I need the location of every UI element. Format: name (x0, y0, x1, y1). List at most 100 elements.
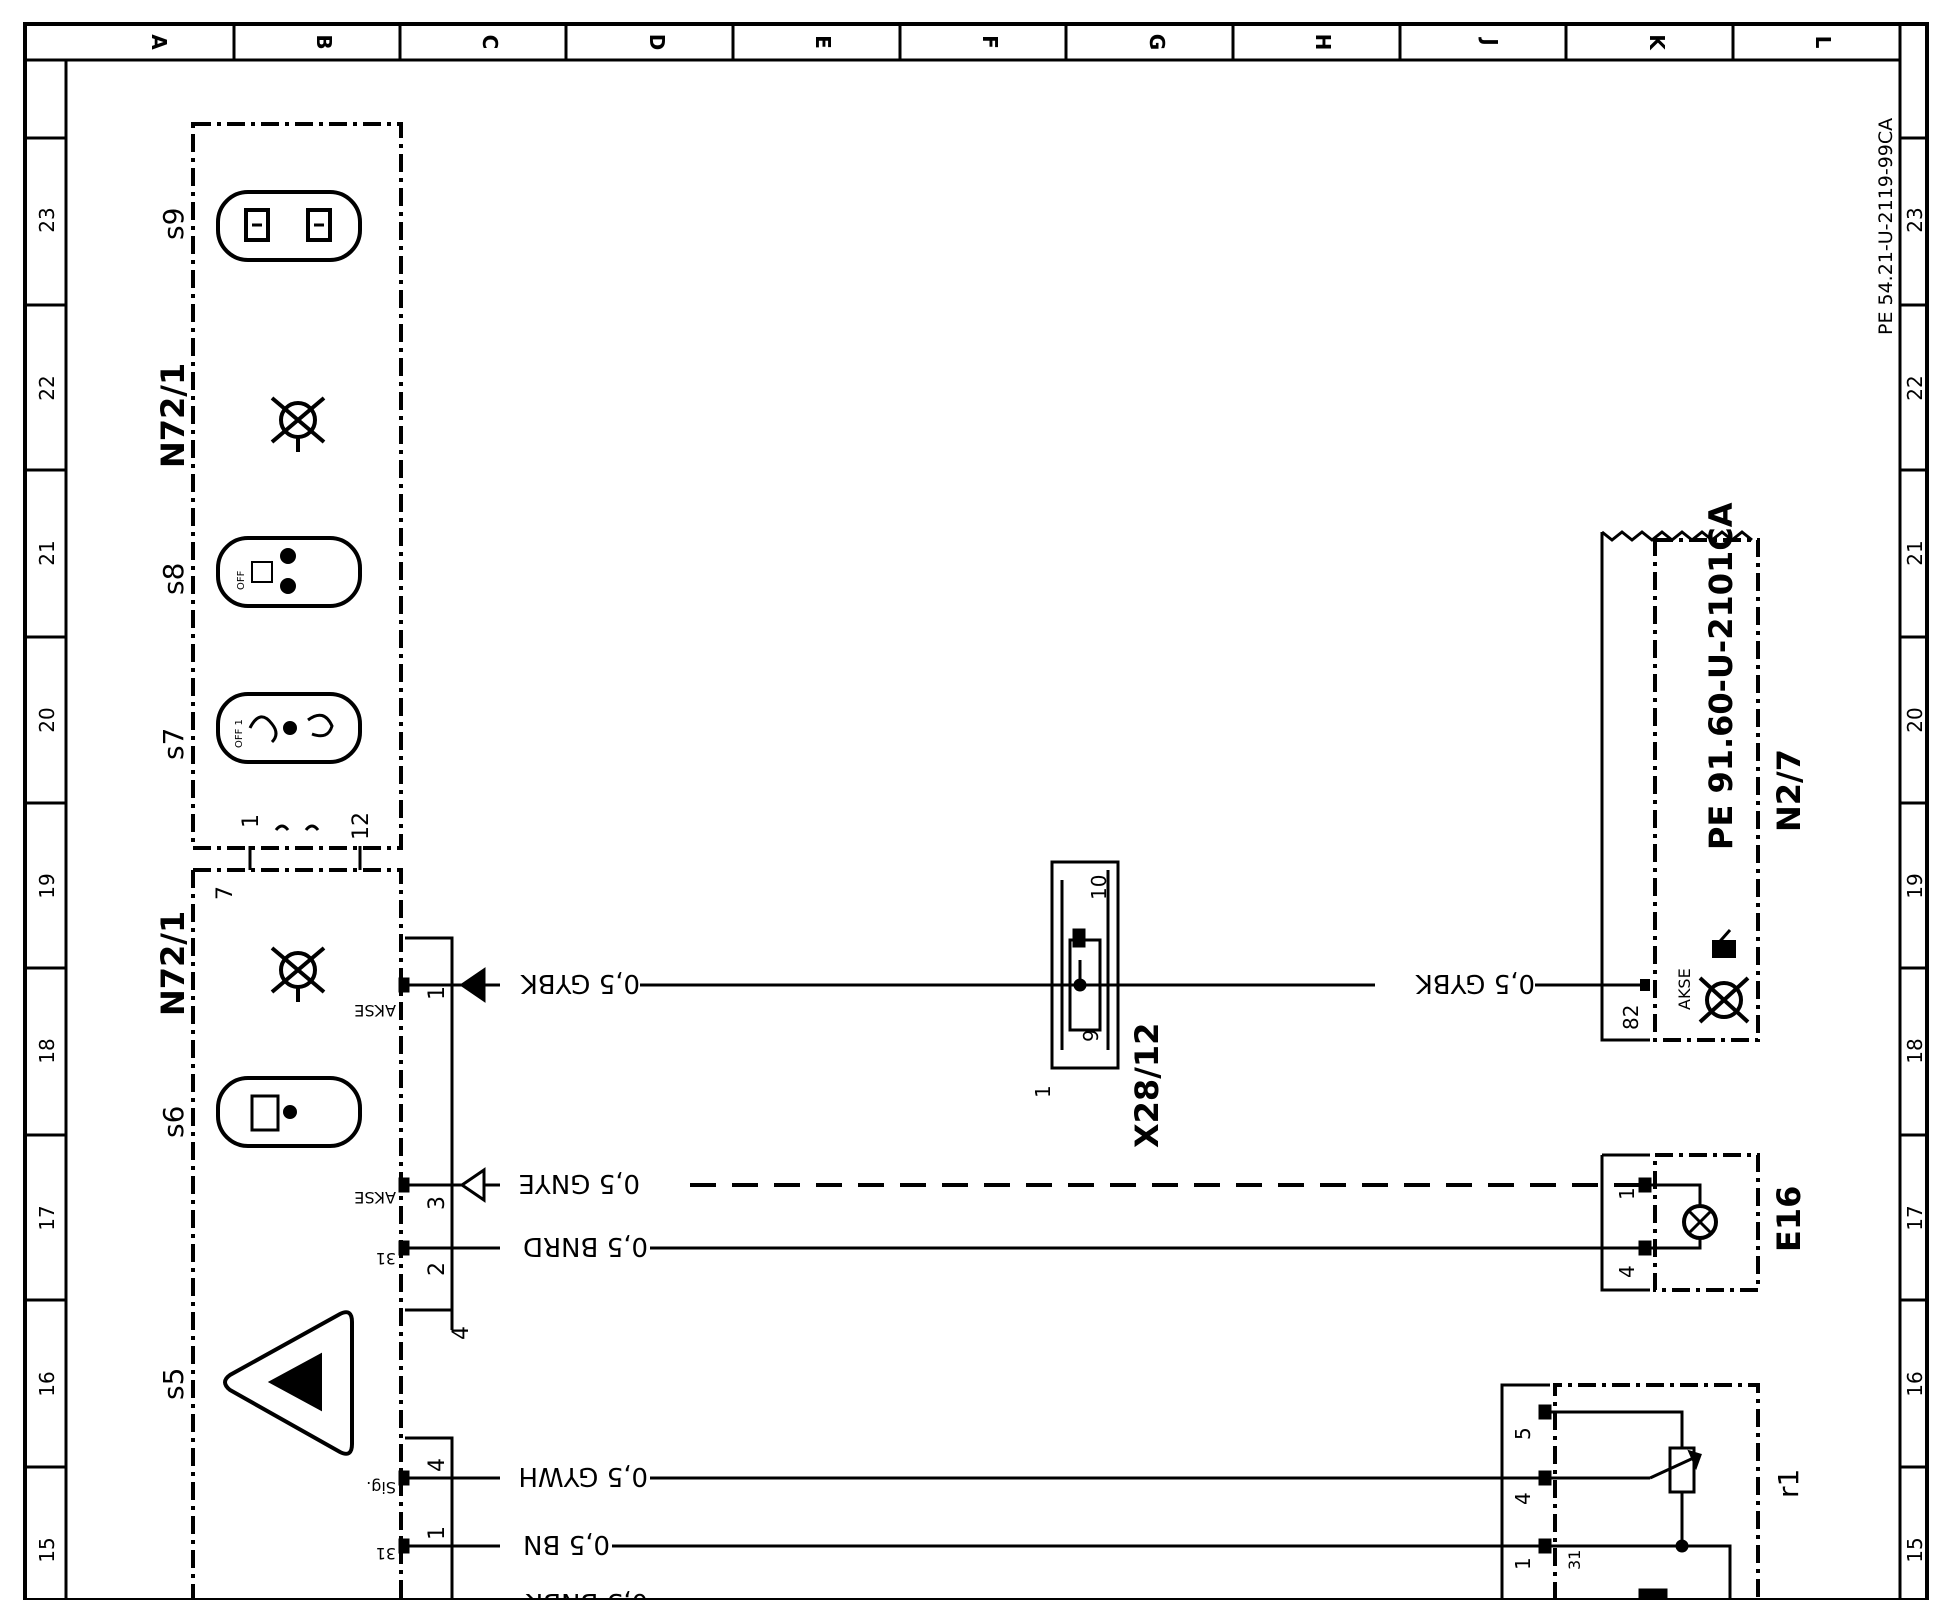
row-21-right: 21 (1903, 540, 1927, 565)
n2-7-lamp (1698, 976, 1750, 1024)
c-pin-1-a: 1 (425, 986, 450, 1000)
c-pin-4: 4 (425, 1458, 450, 1472)
e16-lamp (1638, 1177, 1718, 1256)
bracket-pin-4: 4 (449, 1326, 474, 1340)
r1-pin-4: 4 (1511, 1492, 1535, 1505)
s9-label: s9 (157, 208, 190, 240)
row-18-left: 18 (35, 1038, 59, 1063)
c-pin-1-b: 1 (425, 1526, 450, 1540)
column-dividers (232, 24, 1735, 60)
s8-off-text: OFF (236, 570, 247, 590)
s7-off-text: OFF 1 (234, 719, 245, 748)
col-h: H (1311, 34, 1335, 51)
n72-1-upper-label: N72/1 (154, 363, 192, 468)
n72-1-lower-label: N72/1 (154, 911, 192, 1016)
row-17-right: 17 (1903, 1205, 1927, 1230)
wire-gybk-left-label: 0,5 GYBK (520, 968, 640, 998)
wire-gnye (398, 1167, 1640, 1203)
r1-inner (1553, 1383, 1760, 1600)
wire-gnye-label: 0,5 GNYE (518, 1168, 640, 1198)
column-letters: A B C D E F G H J K L (147, 34, 1835, 52)
row-16-left: 16 (35, 1371, 59, 1396)
row-22-left: 22 (35, 375, 59, 400)
x28-12-label: X28/12 (1128, 1023, 1166, 1148)
col-a: A (147, 34, 171, 50)
col-e: E (811, 35, 835, 49)
s7-switch (216, 692, 362, 764)
wire-bnrd-label: 0,5 BNRD (523, 1231, 648, 1261)
r1-pin-5: 5 (1511, 1427, 1535, 1440)
pin-31-b: 31 (376, 1544, 396, 1563)
pointer-icon (1712, 929, 1736, 958)
pin-sig: Sig. (366, 1478, 396, 1497)
wire-bn (398, 1538, 1545, 1554)
n72-1-upper-box (191, 122, 403, 850)
pin-7: 7 (213, 886, 238, 900)
pin-1-upper: 1 (239, 814, 264, 828)
n2-7-label: N2/7 (1770, 749, 1808, 832)
pin-31-a: 31 (376, 1249, 396, 1268)
x28-pin-1: 1 (1031, 1085, 1055, 1098)
x28-pin-10: 10 (1087, 875, 1111, 900)
row-22-right: 22 (1903, 375, 1927, 400)
col-j: J (1478, 36, 1502, 45)
n72-1-lower-box (191, 868, 403, 1600)
pin-akse-2: AKSE (354, 1188, 396, 1207)
row-19-right: 19 (1903, 873, 1927, 898)
row-20-left: 20 (35, 707, 59, 732)
s7-label: s7 (157, 728, 190, 760)
e16-bracket (1600, 1153, 1650, 1292)
document-reference: PE 54.21-U-2119-99CA (1875, 118, 1897, 335)
s8-label: s8 (157, 563, 190, 595)
r1-pin-1: 1 (1511, 1557, 1535, 1570)
col-l: L (1811, 36, 1835, 49)
lamp-symbol-upper (270, 396, 326, 452)
pin-akse-1: AKSE (354, 1001, 396, 1020)
e16-inner (1653, 1153, 1760, 1292)
pin-12-upper: 12 (349, 812, 374, 840)
col-g: G (1145, 34, 1169, 50)
s5-hazard-switch (223, 1310, 354, 1456)
col-k: K (1645, 34, 1669, 51)
row-21-left: 21 (35, 540, 59, 565)
r1-bracket (1500, 1383, 1550, 1600)
n2-7-pin-82: 82 (1619, 1005, 1643, 1030)
row-19-left: 19 (35, 873, 59, 898)
row-15-right: 15 (1903, 1537, 1927, 1562)
row-numbers: 23 22 21 20 19 18 17 16 15 23 22 21 20 1… (35, 207, 1927, 1562)
s6-switch (216, 1076, 362, 1148)
wire-gybk (398, 967, 1640, 1003)
c-pin-2: 2 (425, 1262, 450, 1276)
row-16-right: 16 (1903, 1371, 1927, 1396)
row-23-right: 23 (1903, 207, 1927, 232)
row-23-left: 23 (35, 207, 59, 232)
wire-gybk-right-label: 0,5 GYBK (1415, 968, 1535, 998)
wire-bn-label: 0,5 BN (523, 1529, 610, 1559)
row-17-left: 17 (35, 1205, 59, 1230)
e16-pin-1: 1 (1615, 1187, 1639, 1200)
row-18-right: 18 (1903, 1038, 1927, 1063)
col-f: F (978, 35, 1002, 49)
n2-7-box (1600, 530, 1753, 1042)
wire-bottom-label: 0,5 BNBK (525, 1587, 648, 1600)
row-dividers (25, 136, 1927, 1469)
s6-label: s6 (157, 1106, 190, 1138)
col-d: D (645, 34, 669, 51)
r1-label: r1 (1772, 1469, 1805, 1498)
col-c: C (478, 35, 502, 50)
n2-7-inner (1653, 538, 1760, 1042)
lamp-symbol-lower (270, 946, 326, 1002)
pin-contacts-upper (248, 824, 362, 870)
wire-bnrd (398, 1240, 1640, 1256)
e16-label: E16 (1770, 1186, 1808, 1252)
col-b: B (312, 34, 336, 49)
wire-gywh (398, 1470, 1545, 1486)
s5-label: s5 (157, 1368, 190, 1400)
c-pin-3: 3 (425, 1196, 450, 1210)
wire-gywh-label: 0,5 GYWH (518, 1461, 648, 1491)
row-20-right: 20 (1903, 707, 1927, 732)
e16-pin-4: 4 (1615, 1265, 1639, 1278)
n2-7-ref: PE 91.60-U-2101CA (1702, 502, 1740, 850)
